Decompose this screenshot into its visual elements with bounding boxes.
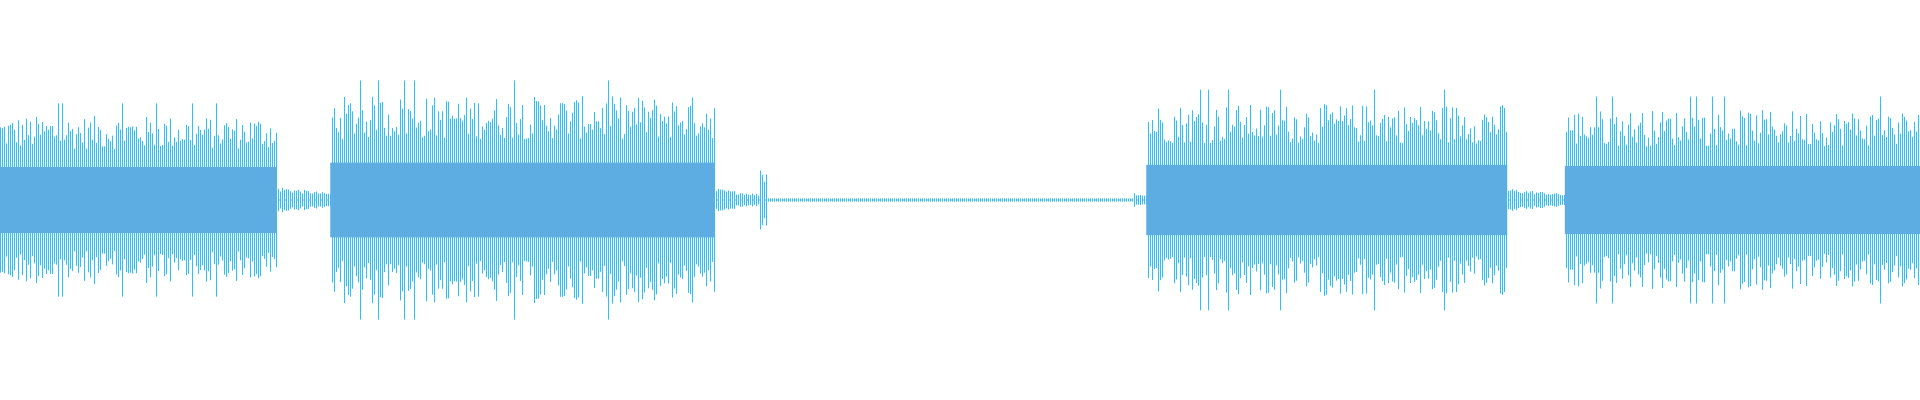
- waveform-bars: [0, 80, 1920, 320]
